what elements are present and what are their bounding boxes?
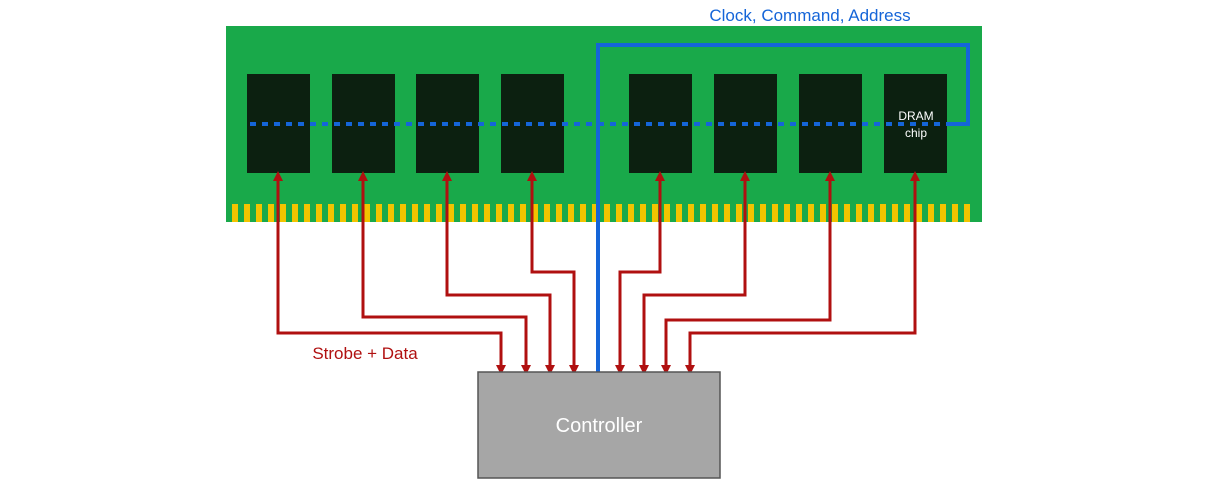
gold-pin bbox=[520, 204, 526, 222]
gold-pin bbox=[580, 204, 586, 222]
gold-pin bbox=[772, 204, 778, 222]
dram-chips bbox=[247, 74, 947, 173]
gold-pin bbox=[340, 204, 346, 222]
gold-pin bbox=[928, 204, 934, 222]
gold-pin bbox=[424, 204, 430, 222]
gold-pin bbox=[892, 204, 898, 222]
gold-pin bbox=[508, 204, 514, 222]
gold-pin bbox=[232, 204, 238, 222]
gold-pin bbox=[496, 204, 502, 222]
gold-pin bbox=[460, 204, 466, 222]
dram-chip-label-line2: chip bbox=[905, 126, 927, 140]
gold-pin bbox=[400, 204, 406, 222]
gold-pin bbox=[256, 204, 262, 222]
gold-pin bbox=[964, 204, 970, 222]
data-arrow bbox=[527, 171, 579, 375]
dram-chip-label-line1: DRAM bbox=[898, 109, 933, 123]
gold-pin bbox=[316, 204, 322, 222]
gold-pin bbox=[700, 204, 706, 222]
gold-pin bbox=[484, 204, 490, 222]
data-bus-label: Strobe + Data bbox=[312, 344, 418, 363]
gold-pin bbox=[352, 204, 358, 222]
gold-pin bbox=[604, 204, 610, 222]
gold-pin bbox=[412, 204, 418, 222]
gold-pin bbox=[904, 204, 910, 222]
gold-pin bbox=[364, 204, 370, 222]
gold-pin bbox=[712, 204, 718, 222]
gold-pin bbox=[688, 204, 694, 222]
gold-pin bbox=[544, 204, 550, 222]
gold-pin bbox=[652, 204, 658, 222]
gold-pin bbox=[760, 204, 766, 222]
clock-bus-route bbox=[596, 43, 970, 372]
gold-pin bbox=[916, 204, 922, 222]
clock-bus-label: Clock, Command, Address bbox=[709, 6, 910, 25]
gold-pin bbox=[388, 204, 394, 222]
gold-pin bbox=[832, 204, 838, 222]
gold-pin bbox=[748, 204, 754, 222]
gold-pin bbox=[664, 204, 670, 222]
gold-pin bbox=[784, 204, 790, 222]
data-arrow bbox=[685, 171, 920, 375]
gold-pin bbox=[268, 204, 274, 222]
gold-pin bbox=[280, 204, 286, 222]
data-arrows bbox=[273, 171, 920, 375]
gold-pin bbox=[556, 204, 562, 222]
gold-pin bbox=[736, 204, 742, 222]
gold-pin bbox=[844, 204, 850, 222]
gold-pin bbox=[856, 204, 862, 222]
gold-pin bbox=[676, 204, 682, 222]
gold-pin bbox=[640, 204, 646, 222]
gold-pin bbox=[868, 204, 874, 222]
gold-pin bbox=[820, 204, 826, 222]
gold-pin bbox=[940, 204, 946, 222]
gold-pin bbox=[568, 204, 574, 222]
gold-pin bbox=[292, 204, 298, 222]
gold-pin bbox=[376, 204, 382, 222]
gold-pin bbox=[880, 204, 886, 222]
gold-pin bbox=[244, 204, 250, 222]
gold-pin bbox=[328, 204, 334, 222]
gold-pin bbox=[472, 204, 478, 222]
gold-pin bbox=[628, 204, 634, 222]
controller-label: Controller bbox=[556, 415, 643, 437]
gold-pin bbox=[436, 204, 442, 222]
gold-pin bbox=[448, 204, 454, 222]
gold-pin bbox=[304, 204, 310, 222]
gold-pin bbox=[796, 204, 802, 222]
gold-pin bbox=[592, 204, 598, 222]
gold-pin bbox=[616, 204, 622, 222]
controller-box bbox=[477, 371, 721, 479]
gold-pin bbox=[808, 204, 814, 222]
gold-pin bbox=[724, 204, 730, 222]
gold-pin bbox=[952, 204, 958, 222]
